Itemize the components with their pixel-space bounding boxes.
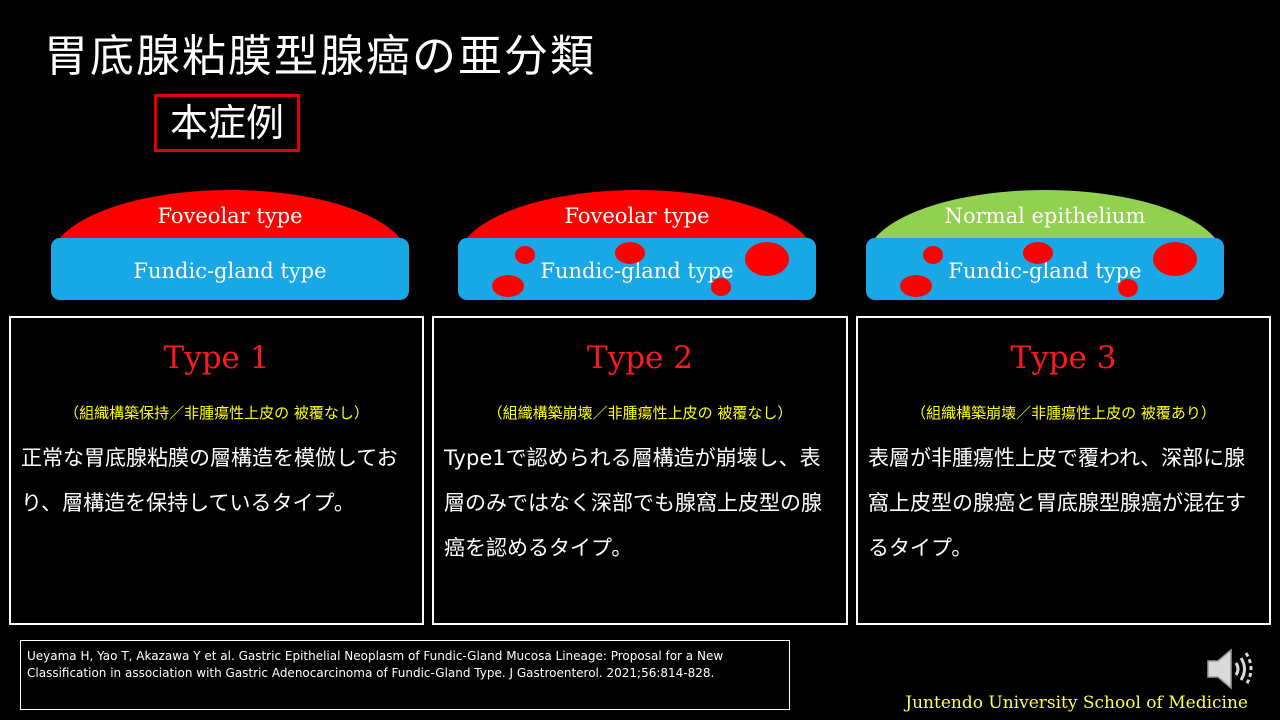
type-subtitle: （組織構築崩壊／非腫瘍性上皮の 被覆あり）: [911, 404, 1216, 422]
tumor-focus: [900, 275, 932, 297]
tumor-focus: [615, 242, 645, 264]
slide-title: 胃底腺粘膜型腺癌の亜分類: [44, 31, 596, 82]
type-title: Type 3: [1010, 340, 1117, 376]
current-case-badge: 本症例: [154, 94, 300, 152]
diagram-top-label: Normal epithelium: [944, 204, 1146, 228]
type-1-box: Type 1 （組織構築保持／非腫瘍性上皮の 被覆なし） 正常な胃底腺粘膜の層構…: [9, 316, 424, 625]
tumor-focus: [745, 242, 789, 276]
tumor-focus: [492, 275, 524, 297]
type-subtitle: （組織構築崩壊／非腫瘍性上皮の 被覆なし）: [487, 404, 793, 422]
type-description: 正常な胃底腺粘膜の層構造を模倣しており、層構造を保持しているタイプ。: [21, 446, 398, 515]
diagram-base-label: Fundic-gland type: [948, 259, 1142, 283]
diagram-base-layer: [51, 238, 409, 300]
institution-footer: Juntendo University School of Medicine: [905, 693, 1248, 713]
diagram-type-3: Normal epithelium Fundic-gland type: [866, 190, 1224, 300]
type-2-box: Type 2 （組織構築崩壊／非腫瘍性上皮の 被覆なし） Type1で認められる…: [432, 316, 848, 625]
tumor-focus: [1023, 242, 1053, 264]
diagram-base-label: Fundic-gland type: [133, 259, 327, 283]
type-subtitle: （組織構築保持／非腫瘍性上皮の 被覆なし）: [64, 404, 369, 422]
diagram-base-label: Fundic-gland type: [540, 259, 734, 283]
type-description: 表層が非腫瘍性上皮で覆われ、深部に腺窩上皮型の腺癌と胃底腺型腺癌が混在するタイプ…: [868, 446, 1246, 560]
reference-citation: Ueyama H, Yao T, Akazawa Y et al. Gastri…: [20, 640, 790, 710]
tumor-focus: [1118, 279, 1138, 297]
diagram-top-label: Foveolar type: [564, 204, 710, 228]
type-3-box: Type 3 （組織構築崩壊／非腫瘍性上皮の 被覆あり） 表層が非腫瘍性上皮で覆…: [856, 316, 1271, 625]
diagram-type-2: Foveolar type Fundic-gland type: [458, 190, 816, 300]
tumor-focus: [515, 246, 535, 264]
type-description: Type1で認められる層構造が崩壊し、表層のみではなく深部でも腺窩上皮型の腺癌を…: [444, 446, 822, 560]
type-title: Type 2: [587, 340, 693, 376]
tumor-focus: [711, 278, 731, 296]
speaker-icon[interactable]: [1204, 644, 1256, 694]
type-title: Type 1: [163, 340, 270, 376]
diagram-top-label: Foveolar type: [157, 204, 303, 228]
diagram-type-1: Foveolar type Fundic-gland type: [51, 190, 409, 300]
tumor-focus: [923, 246, 943, 264]
tumor-focus: [1153, 242, 1197, 276]
